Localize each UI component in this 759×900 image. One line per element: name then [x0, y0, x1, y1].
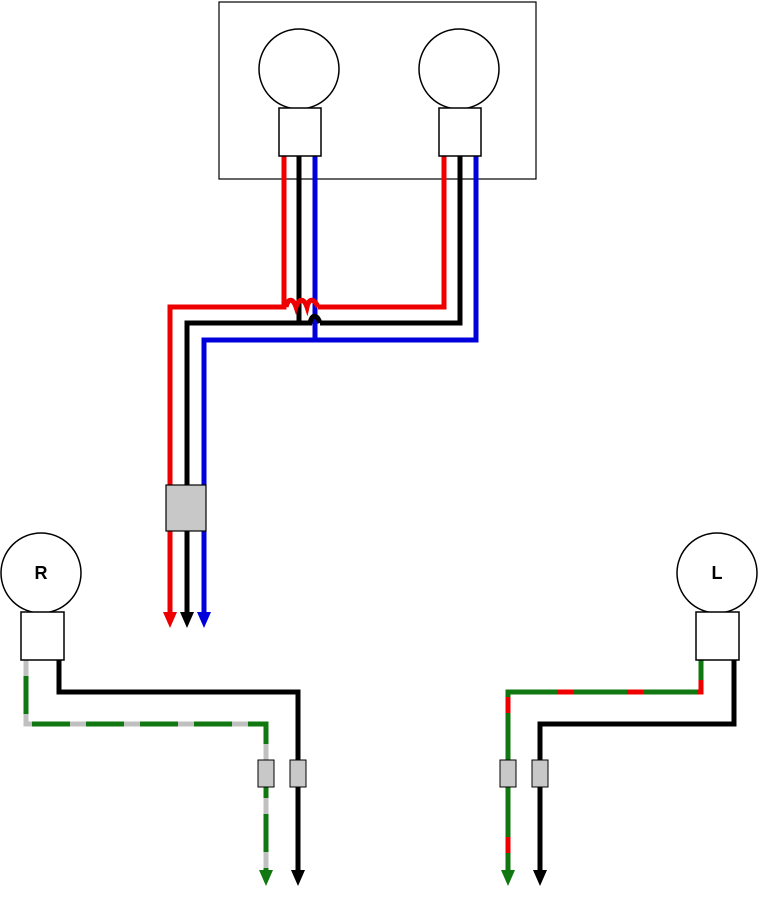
wire-black-2: [320, 155, 463, 326]
wire-black-1: [184, 155, 302, 612]
bulb-2-globe: [418, 28, 500, 110]
arrow-red-down: [163, 612, 177, 628]
left-arrow-green: [501, 870, 515, 886]
main-connector-block: [165, 484, 207, 532]
left-wire-black: [537, 660, 737, 870]
arrow-blue-down: [197, 612, 211, 628]
left-connector-black: [531, 759, 549, 788]
right-lamp-socket: [20, 611, 65, 661]
left-arrow-black: [533, 870, 547, 886]
bulb-2-wires: [283, 155, 479, 343]
left-lamp: L: [676, 532, 758, 661]
right-arrow-black: [291, 870, 305, 886]
left-lamp-socket: [695, 611, 740, 661]
housing-bulb-2: [418, 28, 500, 157]
right-connector-black: [289, 759, 307, 788]
right-arrow-green: [259, 870, 273, 886]
right-wire-green: [23, 660, 269, 870]
right-lamp-wires: [23, 660, 301, 870]
wire-blue-1: [201, 155, 318, 612]
housing-bulb-1: [258, 28, 340, 157]
bulb-1-socket: [278, 107, 322, 157]
arrow-black-down: [180, 612, 194, 628]
bulb-1-wires: [167, 155, 318, 612]
right-lamp: R: [0, 532, 82, 661]
left-lamp-label: L: [712, 563, 723, 583]
wire-red-2: [318, 155, 447, 310]
wire-blue-2: [315, 155, 479, 343]
wire-red-1: [167, 155, 287, 612]
right-connector-green: [257, 759, 275, 788]
bulb-2-socket: [438, 107, 482, 157]
wire-black-2-hop: [299, 313, 323, 326]
bulb-1-globe: [258, 28, 340, 110]
right-lamp-label: R: [35, 563, 48, 583]
left-connector-green: [499, 759, 517, 788]
wire-red-2-hop: [283, 297, 321, 317]
